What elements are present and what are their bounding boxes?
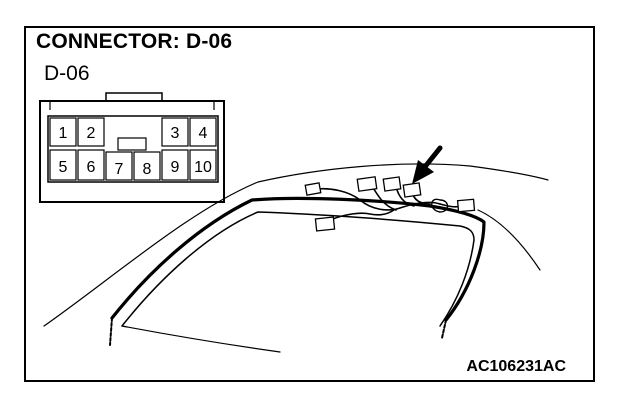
pin-6: 6	[87, 159, 96, 176]
diagram-title: CONNECTOR: D-06	[36, 30, 233, 53]
reference-code: AC106231AC	[466, 358, 566, 375]
arrow-pointer-icon	[412, 145, 443, 184]
pin-1: 1	[59, 125, 68, 142]
pin-5: 5	[59, 159, 68, 176]
pin-4: 4	[199, 125, 208, 142]
pin-8: 8	[143, 161, 152, 178]
vehicle-roof-outline	[43, 163, 549, 353]
pin-7: 7	[115, 161, 124, 178]
harness-connectors	[304, 176, 476, 232]
connector-label: D-06	[44, 62, 90, 85]
pin-9: 9	[171, 159, 180, 176]
pin-2: 2	[87, 125, 96, 142]
pin-10: 10	[194, 159, 212, 176]
connector-pin-labels: 1 2 3 4 5 6 7 8 9 10	[59, 125, 212, 178]
pin-3: 3	[171, 125, 180, 142]
connector-face	[39, 92, 225, 203]
diagram-frame	[24, 26, 595, 382]
